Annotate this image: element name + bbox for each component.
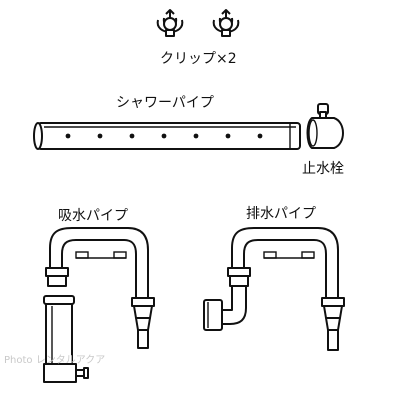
intake-pipe-drawing <box>43 227 155 383</box>
outlet-pipe-label: 排水パイプ <box>246 206 316 222</box>
shower-pipe-drawing <box>33 122 301 150</box>
stop-valve-drawing <box>306 103 344 149</box>
watermark: Photo レンタルアクア <box>4 355 106 366</box>
clip-icon <box>212 9 240 37</box>
intake-pipe-label: 吸水パイプ <box>58 208 128 224</box>
clip-icon <box>156 9 184 37</box>
outlet-pipe-drawing <box>203 227 345 351</box>
clips-label: クリップ×2 <box>160 51 237 67</box>
shower-pipe-label: シャワーパイプ <box>116 95 214 111</box>
stop-valve-label: 止水栓 <box>302 161 344 177</box>
